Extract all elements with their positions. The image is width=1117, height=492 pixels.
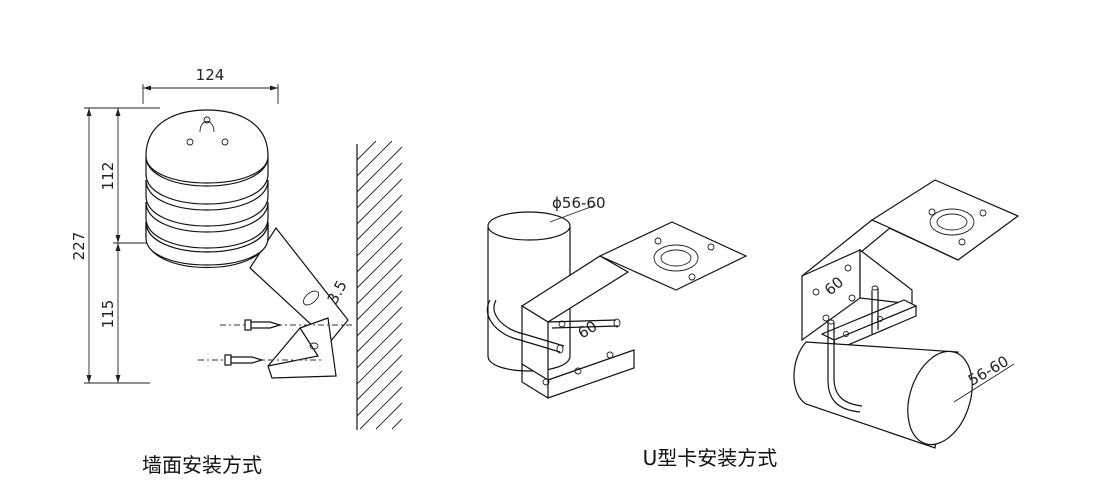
pole: ϕ56-60 [487,194,605,372]
pole-diameter-label: ϕ56-60 [552,194,605,212]
u-bracket: 60 [520,221,748,399]
u-bolt-b [827,285,879,413]
mounting-screws [198,319,352,366]
wall-mount-figure: 124 227 112 115 [70,66,403,477]
width-dimension: 124 [142,66,279,104]
wall-mount-caption: 墙面安装方式 [142,453,262,477]
vertical-bracket: 60 [801,248,913,342]
u-clamp-figure-a: ϕ56-60 60 [486,194,748,399]
horizontal-pole: 56-60 [793,341,1015,449]
upper-height-label: 112 [99,162,117,191]
pole-range-label: 56-60 [965,352,1012,389]
radiation-shield [145,109,269,268]
u-bolt [486,299,621,354]
height-dimensions: 227 112 115 [70,107,160,384]
screw-icon [224,354,265,366]
total-height-label: 227 [70,232,88,261]
screw-icon [244,319,283,331]
u-clamp-figure-b: 60 56-60 [793,179,1020,449]
wall-bracket: 3.5 [249,226,351,379]
lower-height-label: 115 [99,300,117,329]
wall [356,140,403,430]
u-clamp-caption: U型卡安装方式 [643,446,778,470]
width-label: 124 [196,66,225,84]
